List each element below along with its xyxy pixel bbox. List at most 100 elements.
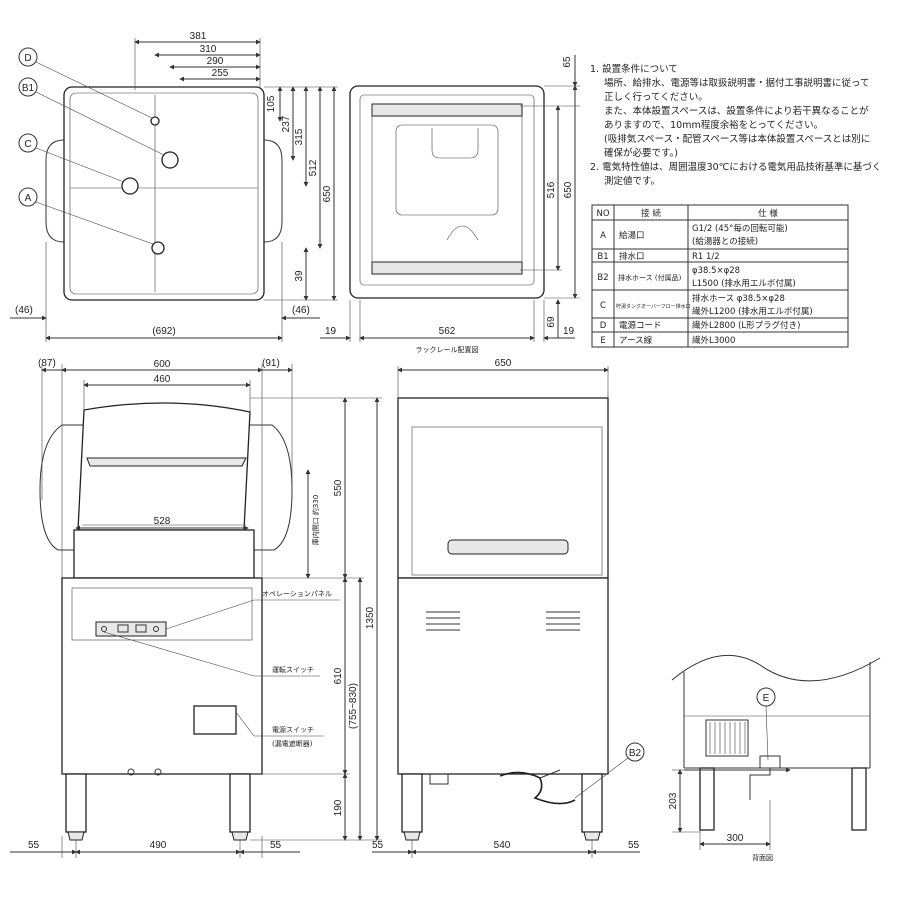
side-handle — [447, 539, 569, 555]
callout-c: C — [24, 139, 31, 150]
callout-d: D — [24, 53, 31, 64]
back-leg-right — [851, 767, 867, 831]
left-handle — [45, 139, 65, 243]
dim-315: 315 — [294, 128, 305, 145]
callout-e: E — [763, 693, 770, 704]
table-row-a-spec1: G1/2 (45°毎の回転可能) — [692, 223, 788, 234]
front-body — [61, 577, 263, 775]
side-leg-left — [401, 773, 423, 833]
dim-300: 300 — [727, 833, 744, 844]
label-breaker: (漏電遮断器) — [272, 739, 313, 748]
table-row-d-spec1: 繊外L2800 (L形プラグ付き) — [692, 320, 800, 331]
note-line-2: 場所、給排水、電源等は取扱説明書・据付工事説明書に従って — [604, 77, 870, 89]
dim-55-side-right: 55 — [628, 840, 640, 851]
port-d — [150, 116, 160, 126]
note-line-1: 1. 設置条件について — [590, 63, 678, 75]
vent-left — [426, 611, 460, 631]
dim-650-rack: 650 — [563, 181, 574, 198]
dim-610: 610 — [333, 667, 344, 684]
dim-55-right: 55 — [270, 840, 282, 851]
back-view: E 203 300 背面図 — [668, 654, 881, 862]
dim-19-right: 19 — [563, 326, 575, 337]
rack-inner — [395, 124, 499, 216]
dim-460: 460 — [154, 374, 171, 385]
top-view-body — [63, 86, 265, 301]
table-row-b2-spec2: L1500 (排水用エルボ付属) — [692, 278, 796, 289]
dim-600: 600 — [154, 359, 171, 370]
connection-table: NO 接 続 仕 様 A 給湯口 G1/2 (45°毎の回転可能) (給湯器との… — [591, 204, 849, 348]
dim-290: 290 — [207, 56, 224, 67]
rack-caption: ラックレール配置図 — [416, 346, 479, 354]
side-view: B2 650 55 540 55 — [372, 358, 645, 858]
dim-237: 237 — [281, 115, 292, 132]
back-break-line — [671, 654, 881, 682]
dim-550: 550 — [333, 479, 344, 496]
left-arm — [39, 424, 84, 551]
dim-55-side-left: 55 — [372, 840, 384, 851]
dim-381: 381 — [190, 31, 207, 42]
table-row-e-spec1: 繊外L3000 — [692, 335, 735, 346]
right-handle — [263, 139, 283, 243]
table-row-c-spec1: 排水ホース φ38.5×φ28 — [692, 293, 785, 304]
port-c — [121, 177, 139, 195]
callout-a: A — [25, 193, 32, 204]
dim-755-830: (755~830) — [348, 683, 359, 729]
table-row-b1-no: B1 — [597, 252, 608, 262]
hood-handle — [86, 457, 247, 467]
rack-rail-top — [371, 103, 523, 117]
dim-right-offset: (46) — [292, 305, 310, 316]
dim-562: 562 — [439, 326, 456, 337]
dim-69: 69 — [546, 316, 557, 328]
note-line-8: 2. 電気特性値は、周囲温度30℃における電気用品技術基準に基づく — [590, 161, 881, 173]
back-leg-left — [699, 767, 715, 831]
earth-terminal — [759, 755, 781, 769]
dim-87: (87) — [38, 358, 56, 369]
dim-692: (692) — [152, 326, 175, 337]
rack-rail-bottom — [371, 261, 523, 275]
dim-65: 65 — [562, 56, 573, 68]
table-row-b2-conn: 排水ホース (付属品) — [618, 273, 682, 282]
rack-body — [349, 85, 545, 299]
back-caption: 背面図 — [752, 853, 773, 862]
table-row-b2-spec1: φ38.5×φ28 — [692, 266, 740, 276]
table-row-d-conn: 電源コード — [619, 321, 662, 331]
front-view: (87) 600 (91) 460 528 庫内開口 約330 550 610 … — [10, 358, 382, 858]
table-row-c-no: C — [600, 301, 606, 311]
dim-91: (91) — [262, 358, 280, 369]
port-a — [151, 241, 165, 255]
power-switch-box — [193, 705, 237, 735]
dim-105: 105 — [266, 95, 277, 112]
front-leg-right — [229, 773, 251, 833]
table-header-conn: 接 続 — [641, 208, 661, 219]
table-row-a-spec2: (給湯器との接続) — [692, 236, 758, 247]
dim-540: 540 — [494, 840, 511, 851]
rack-rail-view: 65 516 650 69 562 19 19 ラックレール配置図 — [320, 55, 580, 354]
notes: 1. 設置条件について 場所、給排水、電源等は取扱説明書・据付工事説明書に従って… — [590, 63, 881, 187]
table-row-c-spec2: 繊外L1200 (排水用エルボ付属) — [692, 306, 813, 317]
dim-19-left: 19 — [325, 326, 337, 337]
callout-b1: B1 — [22, 83, 35, 94]
dim-310: 310 — [200, 44, 217, 55]
dim-39: 39 — [294, 270, 305, 282]
door-opening-label: 庫内開口 約330 — [311, 495, 320, 546]
vent-right — [546, 611, 580, 631]
table-header-no: NO — [596, 209, 609, 219]
drain-hose — [499, 771, 576, 805]
table-row-a-no: A — [600, 231, 606, 241]
table-row-c-conn: 貯湯タンクオーバーフロー排水口 — [616, 303, 691, 310]
dim-left-offset: (46) — [15, 305, 33, 316]
table-header-spec: 仕 様 — [758, 208, 778, 219]
label-run-switch: 運転スイッチ — [272, 665, 314, 674]
dim-650: 650 — [322, 185, 333, 202]
dim-203: 203 — [668, 792, 679, 809]
note-line-6: (吸排気スペース・配管スペース等は本体設置スペースとは別に — [604, 133, 870, 145]
table-row-a-conn: 給湯口 — [619, 230, 645, 241]
dim-490: 490 — [150, 840, 167, 851]
right-arm — [250, 424, 293, 551]
table-row-e-no: E — [600, 336, 605, 346]
note-line-4: また、本体設置スペースは、設置条件により若干異なることが — [604, 105, 869, 117]
dim-528: 528 — [154, 516, 171, 527]
callout-b2: B2 — [629, 748, 642, 759]
dim-255: 255 — [212, 68, 229, 79]
